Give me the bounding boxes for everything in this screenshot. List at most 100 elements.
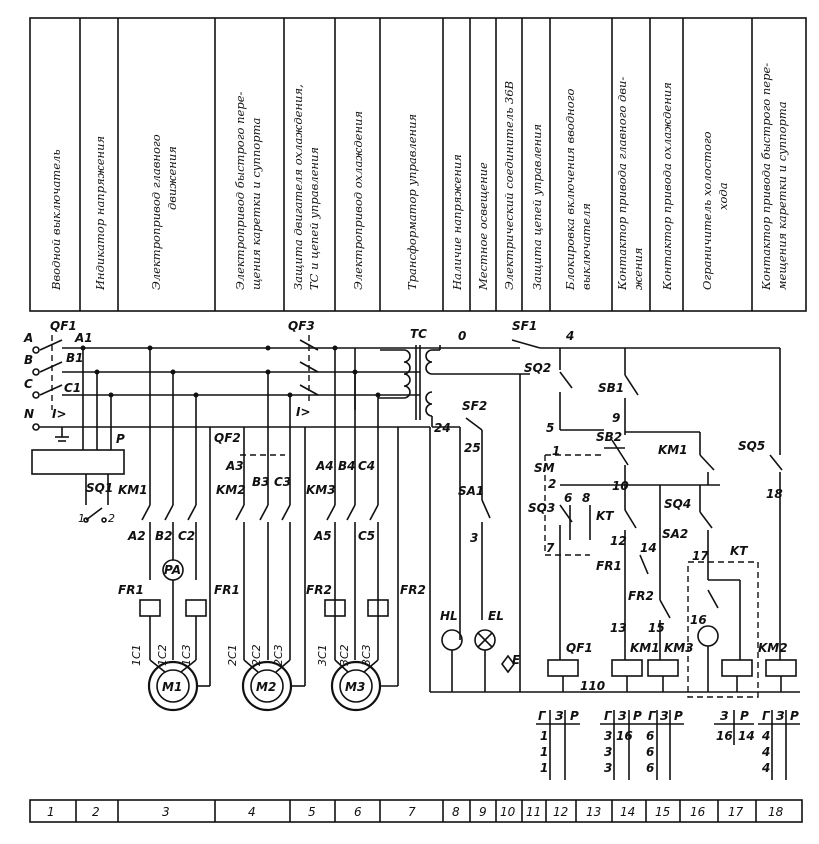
header-table: Вводной выключатель Индикатор напряжения… xyxy=(29,17,807,312)
zone-number: 4 xyxy=(248,805,256,819)
sq3-contact xyxy=(559,504,573,523)
control-circuit: SF1 4 SQ2 5 1 SB1 9 SB2 SM 2 10 6 8 xyxy=(511,319,800,698)
svg-text:2: 2 xyxy=(108,512,115,525)
zone-number: 10 xyxy=(500,805,516,819)
svg-text:1: 1 xyxy=(552,444,560,458)
svg-text:ТС и цепей управления: ТС и цепей управления xyxy=(307,147,321,290)
svg-text:FR1: FR1 xyxy=(596,559,622,573)
svg-text:HL: HL xyxy=(440,609,458,623)
svg-text:C2: C2 xyxy=(178,529,195,543)
kt-timed-contact xyxy=(707,589,719,609)
header-col-8: Наличие напряжения xyxy=(450,154,464,291)
sf1-contact xyxy=(511,339,541,349)
fr1-heater xyxy=(139,599,161,617)
svg-text:4: 4 xyxy=(761,729,770,743)
b1-label: B1 xyxy=(66,351,84,365)
svg-text:E: E xyxy=(512,653,521,667)
header-col-4: Электропривод быстрого пере- щения карет… xyxy=(233,91,263,290)
svg-text:M3: M3 xyxy=(345,680,365,694)
sq5-label: SQ5 xyxy=(738,439,765,453)
zone-strip: 1 2 3 4 5 6 7 8 9 10 11 12 13 14 15 16 1… xyxy=(29,799,803,823)
sq1-contact xyxy=(85,507,103,521)
km3-coil xyxy=(647,659,679,677)
svg-text:жения: жения xyxy=(631,248,645,290)
header-col-1: Вводной выключатель xyxy=(49,149,63,291)
zone-number: 1 xyxy=(47,805,55,819)
svg-text:6: 6 xyxy=(564,491,572,505)
svg-text:A2: A2 xyxy=(127,529,146,543)
svg-text:C5: C5 xyxy=(358,529,375,543)
qf1-contact xyxy=(39,339,63,351)
contact-table-3: Г З Р 6 6 6 xyxy=(644,709,684,780)
terminal xyxy=(32,346,40,354)
km1-contact xyxy=(164,504,174,521)
header-col-12: Блокировка включения вводного выключател… xyxy=(563,89,593,291)
svg-text:16: 16 xyxy=(690,613,707,627)
svg-text:A3: A3 xyxy=(225,459,244,473)
svg-text:Р: Р xyxy=(674,709,683,723)
header-col-7: Трансформатор управления xyxy=(405,114,419,290)
sb1-label: SB1 xyxy=(598,381,624,395)
svg-text:6: 6 xyxy=(646,729,654,743)
sb2-label: SB2 xyxy=(596,430,622,444)
svg-text:8: 8 xyxy=(582,491,590,505)
km1-aux-contact xyxy=(699,454,715,471)
contact-table-5: Г З Р 4 4 4 xyxy=(758,709,800,780)
svg-text:C3: C3 xyxy=(274,475,291,489)
svg-text:З: З xyxy=(776,709,785,723)
km1-contact xyxy=(187,504,197,521)
svg-text:мещения каретки и суппорта: мещения каретки и суппорта xyxy=(775,101,789,290)
zone-number: 2 xyxy=(92,805,100,819)
a1-label: A1 xyxy=(74,331,93,345)
svg-text:C4: C4 xyxy=(358,459,375,473)
km3-power-label: KM3 xyxy=(306,483,336,497)
terminal xyxy=(32,391,40,399)
svg-text:KM3: KM3 xyxy=(664,641,694,655)
svg-text:FR2: FR2 xyxy=(306,583,332,597)
kt-coil-group-label: KT xyxy=(730,544,748,558)
zone-number: 7 xyxy=(408,805,416,819)
svg-text:2: 2 xyxy=(548,477,556,491)
svg-text:2C2: 2C2 xyxy=(250,644,263,666)
transformer-primary xyxy=(403,349,411,399)
svg-text:15: 15 xyxy=(648,621,665,635)
qf2-label: QF2 xyxy=(214,431,241,445)
fr1-heater xyxy=(185,599,207,617)
svg-text:B2: B2 xyxy=(155,529,173,543)
svg-text:З: З xyxy=(555,709,564,723)
km1-power-label: KM1 xyxy=(118,483,148,497)
svg-text:3C1: 3C1 xyxy=(316,644,329,666)
svg-text:110: 110 xyxy=(580,679,605,693)
zone-number: 15 xyxy=(655,805,670,819)
contact-table-1: Г З Р 1 1 1 xyxy=(536,709,580,780)
svg-text:25: 25 xyxy=(464,441,481,455)
svg-text:1: 1 xyxy=(540,729,548,743)
fr2-contact xyxy=(659,599,671,619)
km2-coil xyxy=(765,659,797,677)
svg-text:KM1: KM1 xyxy=(630,641,660,655)
contact-table-4: З Р 16 14 xyxy=(714,709,755,745)
km1-aux-label: KM1 xyxy=(658,443,688,457)
sf2-contact xyxy=(465,417,483,431)
svg-text:1C2: 1C2 xyxy=(156,644,169,666)
sq1-label: SQ1 xyxy=(86,481,113,495)
svg-text:4: 4 xyxy=(761,761,770,775)
svg-text:Р: Р xyxy=(633,709,642,723)
sq3-label: SQ3 xyxy=(528,501,555,515)
qf3-label: QF3 xyxy=(288,319,315,333)
sa2-label: SA2 xyxy=(662,527,688,541)
svg-text:M1: M1 xyxy=(162,680,182,694)
zone-number: 12 xyxy=(553,805,568,819)
svg-text:A4: A4 xyxy=(315,459,334,473)
sb2-button xyxy=(611,439,629,466)
svg-text:EL: EL xyxy=(488,609,504,623)
svg-text:FR2: FR2 xyxy=(400,583,426,597)
svg-text:FR2: FR2 xyxy=(628,589,654,603)
svg-text:6: 6 xyxy=(646,761,654,775)
svg-text:4: 4 xyxy=(565,329,574,343)
km2-contact xyxy=(281,504,291,521)
fr2-heater xyxy=(324,599,346,617)
sq4-contact xyxy=(699,511,713,529)
km1-coil xyxy=(611,659,643,677)
sq4-label: SQ4 xyxy=(664,497,691,511)
